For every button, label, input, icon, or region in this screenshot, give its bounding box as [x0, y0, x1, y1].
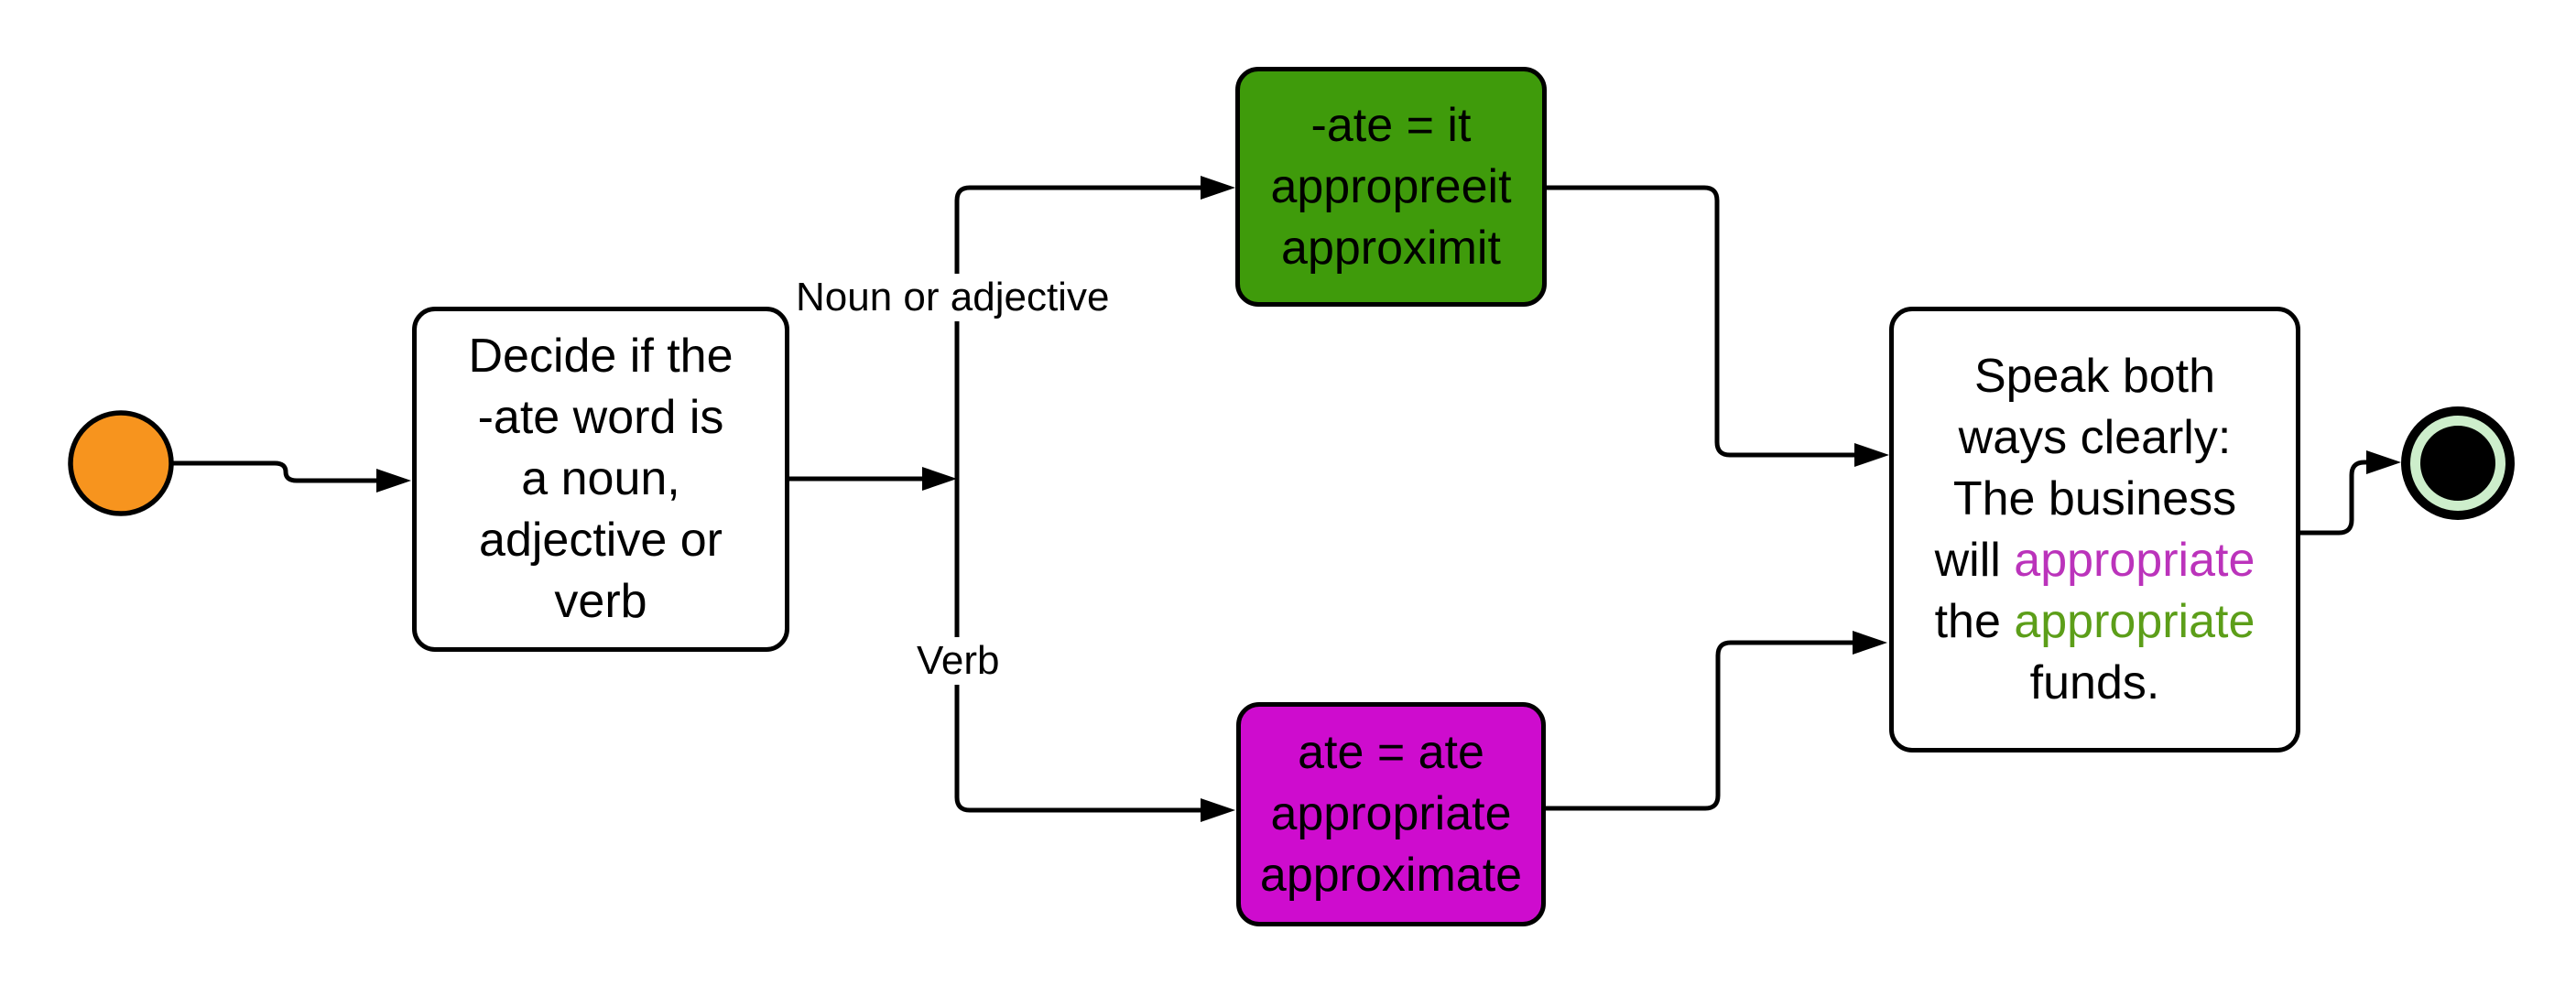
- speak-word-appropriate-verb: appropriate: [2014, 533, 2255, 587]
- end-ring-circle: [2410, 416, 2505, 511]
- activity-noun-pronunciation-box: -ate = it appropreeit approximit: [1235, 67, 1547, 307]
- arrowhead: [1853, 631, 1887, 655]
- activity-decide-box: Decide if the -ate word is a noun, adjec…: [412, 307, 789, 652]
- activity-verb-pronunciation-text: ate = ate appropriate approximate: [1259, 726, 1523, 902]
- arrowhead: [922, 467, 957, 491]
- edge-junction-to-noun-box: [954, 176, 1235, 482]
- speak-line-2: ways clearly:: [1958, 410, 2232, 464]
- start-circle: [68, 410, 174, 516]
- edge-path: [1543, 640, 1855, 811]
- start-node: [68, 410, 174, 516]
- edge-start-to-decide: [170, 460, 411, 493]
- arrowhead: [376, 469, 411, 493]
- end-node: [2401, 406, 2515, 520]
- speak-line-1: Speak both: [1973, 349, 2216, 403]
- speak-line-6: funds.: [2029, 655, 2160, 709]
- edge-verb-box-to-speak: [1543, 631, 1887, 811]
- activity-verb-pronunciation-box: ate = ate appropriate approximate: [1236, 702, 1546, 926]
- edge-decide-to-junction: [787, 467, 957, 491]
- edge-label-verb: Verb: [914, 637, 1003, 685]
- speak-line-5-prefix: the: [1934, 594, 2015, 648]
- activity-noun-pronunciation-text: -ate = it appropreeit approximit: [1270, 98, 1512, 275]
- edge-path: [170, 460, 381, 483]
- speak-line-4-prefix: will: [1934, 533, 2015, 587]
- edge-speak-to-end: [2298, 450, 2401, 536]
- speak-word-appropriate-adjective: appropriate: [2014, 594, 2255, 648]
- speak-line-5: the appropriate: [1935, 591, 2255, 653]
- edge-path: [954, 476, 1203, 813]
- edge-path: [954, 185, 1203, 482]
- edge-junction-to-verb-box: [954, 476, 1235, 822]
- arrowhead: [1201, 176, 1235, 200]
- speak-line-3: The business: [1952, 471, 2237, 525]
- edge-path: [1544, 185, 1857, 458]
- arrowhead: [2366, 450, 2401, 474]
- edge-label-noun-or-adjective: Noun or adjective: [793, 274, 1113, 321]
- arrowhead: [1201, 798, 1235, 822]
- arrowhead: [1854, 443, 1889, 467]
- activity-decide-text: Decide if the -ate word is a noun, adjec…: [468, 330, 734, 628]
- edge-noun-box-to-speak: [1544, 185, 1889, 467]
- edge-path: [2298, 460, 2369, 536]
- activity-speak-box: Speak both ways clearly: The business wi…: [1889, 307, 2300, 752]
- speak-line-4: will appropriate: [1935, 530, 2255, 591]
